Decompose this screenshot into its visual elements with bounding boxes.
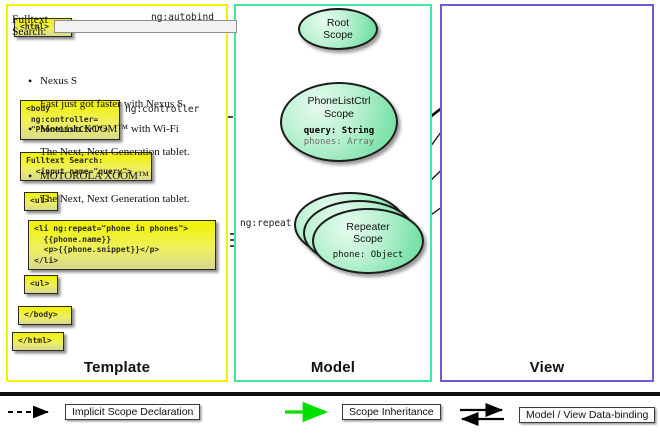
edge-label-autobind: ng:autobind xyxy=(151,12,214,23)
code-box-body-close: </body> xyxy=(18,306,72,325)
phone-name: Motorola XOOM™ with Wi-Fi xyxy=(26,121,212,137)
legend-label-model-view-data-binding: Model / View Data-binding xyxy=(519,406,656,423)
legend-arrow-dashed xyxy=(8,405,49,419)
list-item: Nexus S Fast just got faster with Nexus … xyxy=(26,73,212,112)
view-phone-list: Nexus S Fast just got faster with Nexus … xyxy=(26,73,212,217)
legend-item-model-view-data-binding: Model / View Data-binding xyxy=(460,402,656,427)
legend-arrow-green xyxy=(285,401,329,423)
legend-divider xyxy=(0,392,660,396)
panel-label-template: Template xyxy=(83,359,151,376)
code-box-li-repeat: <li ng:repeat="phone in phones"> {{phone… xyxy=(28,220,216,271)
phone-snippet: The Next, Next Generation tablet. xyxy=(40,193,190,206)
panel-label-model: Model xyxy=(310,359,356,376)
scope-phonelistctrl-props: query: String phones: Array xyxy=(304,126,374,149)
fulltext-search-input[interactable] xyxy=(53,19,237,33)
legend-arrow-double xyxy=(460,402,504,427)
legend-item-implicit-scope-declaration: Implicit Scope Declaration xyxy=(8,404,201,420)
phone-snippet: Fast just got faster with Nexus S. xyxy=(40,97,186,110)
scope-prop-query: query: String xyxy=(303,126,375,137)
panel-view: View xyxy=(440,4,654,382)
view-search-row: Fulltext Search: xyxy=(12,14,237,38)
scope-prop-phone: phone: Object xyxy=(332,250,404,261)
code-box-html-close: </html> xyxy=(12,332,64,351)
view-search-label: Fulltext Search: xyxy=(12,14,48,38)
list-item: MOTOROLA XOOM™ The Next, Next Generation… xyxy=(26,168,212,207)
legend-item-scope-inheritance: Scope Inheritance xyxy=(285,401,441,423)
phone-name: MOTOROLA XOOM™ xyxy=(26,168,212,184)
legend-label-implicit-scope-declaration: Implicit Scope Declaration xyxy=(65,404,201,420)
code-box-ul-close: <ul> xyxy=(24,275,58,294)
legend: Implicit Scope Declaration Scope Inherit… xyxy=(0,401,660,430)
code-box-ul-open: <ul> xyxy=(24,192,58,211)
edge-label-controller: ng:controller xyxy=(125,104,200,115)
phone-name: Nexus S xyxy=(26,73,212,89)
list-item: Motorola XOOM™ with Wi-Fi The Next, Next… xyxy=(26,121,212,160)
phone-snippet: The Next, Next Generation tablet. xyxy=(40,145,190,158)
edge-label-repeat: ng:repeat xyxy=(240,218,292,229)
panel-label-view: View xyxy=(529,359,565,376)
scope-prop-phones: phones: Array xyxy=(303,137,375,148)
legend-label-scope-inheritance: Scope Inheritance xyxy=(342,404,441,420)
